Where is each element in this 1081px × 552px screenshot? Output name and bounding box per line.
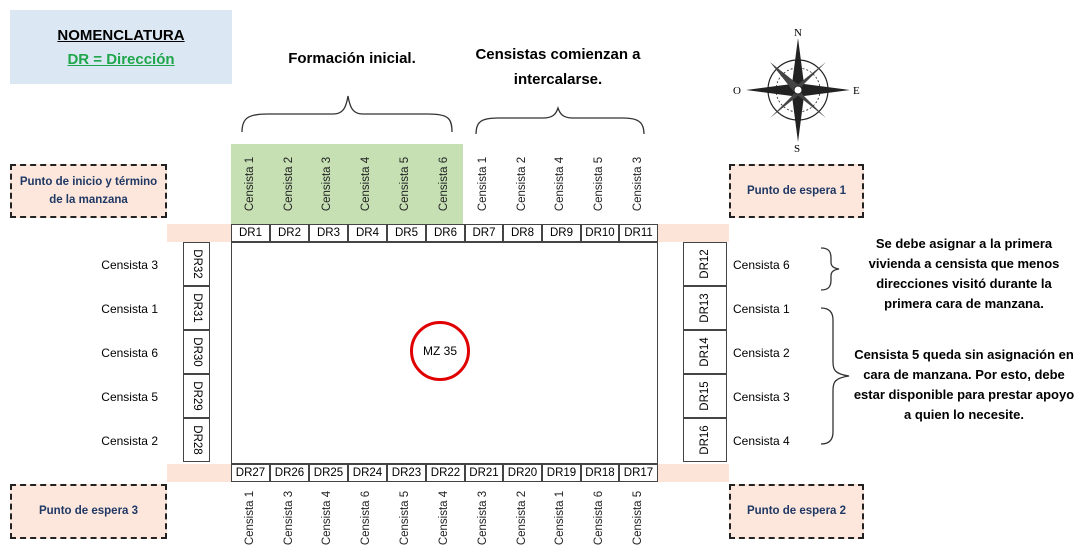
bottom-dir-cell: DR17 — [619, 464, 658, 482]
right-dir-cell: DR16 — [683, 418, 727, 462]
bottom-censista-label: Censista 6 — [360, 490, 372, 546]
left-censista-label: Censista 6 — [101, 346, 158, 360]
top-censista-label: Censista 4 — [554, 156, 566, 212]
bottom-censista-label: Censista 5 — [399, 490, 411, 546]
bottom-censista-label: Censista 1 — [244, 490, 256, 546]
corner-wait-1: Punto de espera 1 — [729, 164, 864, 218]
left-dir-cell: DR32 — [183, 242, 210, 286]
top-censista-label: Censista 4 — [360, 156, 372, 212]
top-braces — [241, 95, 645, 135]
bottom-dir-cell: DR22 — [426, 464, 465, 482]
top-dir-cell: DR4 — [348, 224, 387, 242]
top-dir-cell: DR8 — [503, 224, 542, 242]
top-censistas: Censista 1 Censista 2 Censista 3 Censist… — [231, 144, 658, 224]
top-dir-cell: DR7 — [465, 224, 503, 242]
left-censista-label: Censista 3 — [101, 258, 158, 272]
left-censista-label: Censista 1 — [101, 302, 158, 316]
right-dir-cell: DR13 — [683, 286, 727, 330]
bottom-censistas: Censista 1 Censista 3 Censista 4 Censist… — [231, 484, 658, 550]
top-censista-label: Censista 2 — [283, 156, 295, 212]
bottom-dir-cell: DR26 — [270, 464, 309, 482]
left-dir-cell: DR30 — [183, 330, 210, 374]
bottom-censista-label: Censista 1 — [554, 490, 566, 546]
left-censista-label: Censista 2 — [101, 434, 158, 448]
initial-formation-highlight — [231, 144, 463, 224]
legend-subtitle: DR = Dirección — [67, 51, 175, 68]
top-censista-label: Censista 3 — [321, 156, 333, 212]
compass-s: S — [794, 143, 800, 152]
top-dir-cell: DR5 — [387, 224, 426, 242]
bottom-censista-label: Censista 3 — [283, 490, 295, 546]
top-dir-cell: DR3 — [309, 224, 348, 242]
heading-interleave: Censistas comienzan a intercalarse. — [475, 46, 641, 88]
heading-initial: Formación inicial. — [288, 50, 416, 67]
bottom-dir-cell: DR25 — [309, 464, 348, 482]
left-censista-label: Censista 5 — [101, 390, 158, 404]
left-dir-cell: DR28 — [183, 418, 210, 462]
left-dir-cell: DR29 — [183, 374, 210, 418]
compass-icon: N S O E — [733, 27, 860, 152]
top-censista-label: Censista 5 — [399, 156, 411, 212]
compass-n: N — [794, 27, 802, 39]
compass-e: E — [853, 85, 860, 97]
bottom-dir-row: DR27 DR26 DR25 DR24 DR23 DR22 DR21 DR20 … — [231, 464, 658, 482]
note-first-assignment: Se debe asignar a la primera vivienda a … — [868, 236, 1060, 312]
bottom-dir-cell: DR24 — [348, 464, 387, 482]
top-dir-cell: DR11 — [619, 224, 658, 242]
top-censista-label: Censista 6 — [438, 156, 450, 212]
note-censista-5: Censista 5 queda sin asignación en cara … — [853, 347, 1075, 423]
right-censista-label: Censista 3 — [733, 390, 790, 404]
right-dir-cell: DR15 — [683, 374, 727, 418]
top-dir-cell: DR1 — [231, 224, 270, 242]
bottom-dir-cell: DR21 — [465, 464, 503, 482]
bottom-censista-label: Censista 3 — [477, 490, 489, 546]
right-braces — [820, 247, 850, 445]
left-dir-cell: DR31 — [183, 286, 210, 330]
bottom-censista-label: Censista 5 — [632, 490, 644, 546]
bottom-dir-cell: DR20 — [503, 464, 542, 482]
compass-o: O — [733, 85, 741, 97]
top-dir-cell: DR9 — [542, 224, 581, 242]
right-censista-label: Censista 1 — [733, 302, 790, 316]
top-censista-label: Censista 1 — [477, 156, 489, 212]
corner-start: Punto de inicio y término de la manzana — [10, 164, 167, 218]
bottom-censista-label: Censista 2 — [516, 490, 528, 546]
top-dir-row: DR1 DR2 DR3 DR4 DR5 DR6 DR7 DR8 DR9 DR10… — [231, 224, 658, 242]
right-censista-label: Censista 2 — [733, 346, 790, 360]
corner-wait-3: Punto de espera 3 — [10, 484, 167, 539]
top-dir-cell: DR10 — [581, 224, 619, 242]
block-label: MZ 35 — [410, 321, 470, 381]
bottom-dir-cell: DR18 — [581, 464, 619, 482]
legend-title: NOMENCLATURA — [57, 27, 185, 44]
top-dir-cell: DR2 — [270, 224, 309, 242]
top-dir-cell: DR6 — [426, 224, 465, 242]
right-censista-label: Censista 4 — [733, 434, 790, 448]
bottom-censista-label: Censista 6 — [593, 490, 605, 546]
right-censista-label: Censista 6 — [733, 258, 790, 272]
top-censista-label: Censista 2 — [516, 156, 528, 212]
bottom-censista-label: Censista 4 — [438, 490, 450, 546]
right-dir-cell: DR12 — [683, 242, 727, 286]
top-censista-label: Censista 3 — [632, 156, 644, 212]
legend-box: NOMENCLATURA DR = Dirección — [10, 10, 232, 84]
right-dir-cell: DR14 — [683, 330, 727, 374]
bottom-dir-cell: DR23 — [387, 464, 426, 482]
bottom-censista-label: Censista 4 — [321, 490, 333, 546]
top-censista-label: Censista 1 — [244, 156, 256, 212]
bottom-dir-cell: DR19 — [542, 464, 581, 482]
bottom-dir-cell: DR27 — [231, 464, 270, 482]
top-censista-label: Censista 5 — [593, 156, 605, 212]
corner-wait-2: Punto de espera 2 — [729, 484, 864, 539]
